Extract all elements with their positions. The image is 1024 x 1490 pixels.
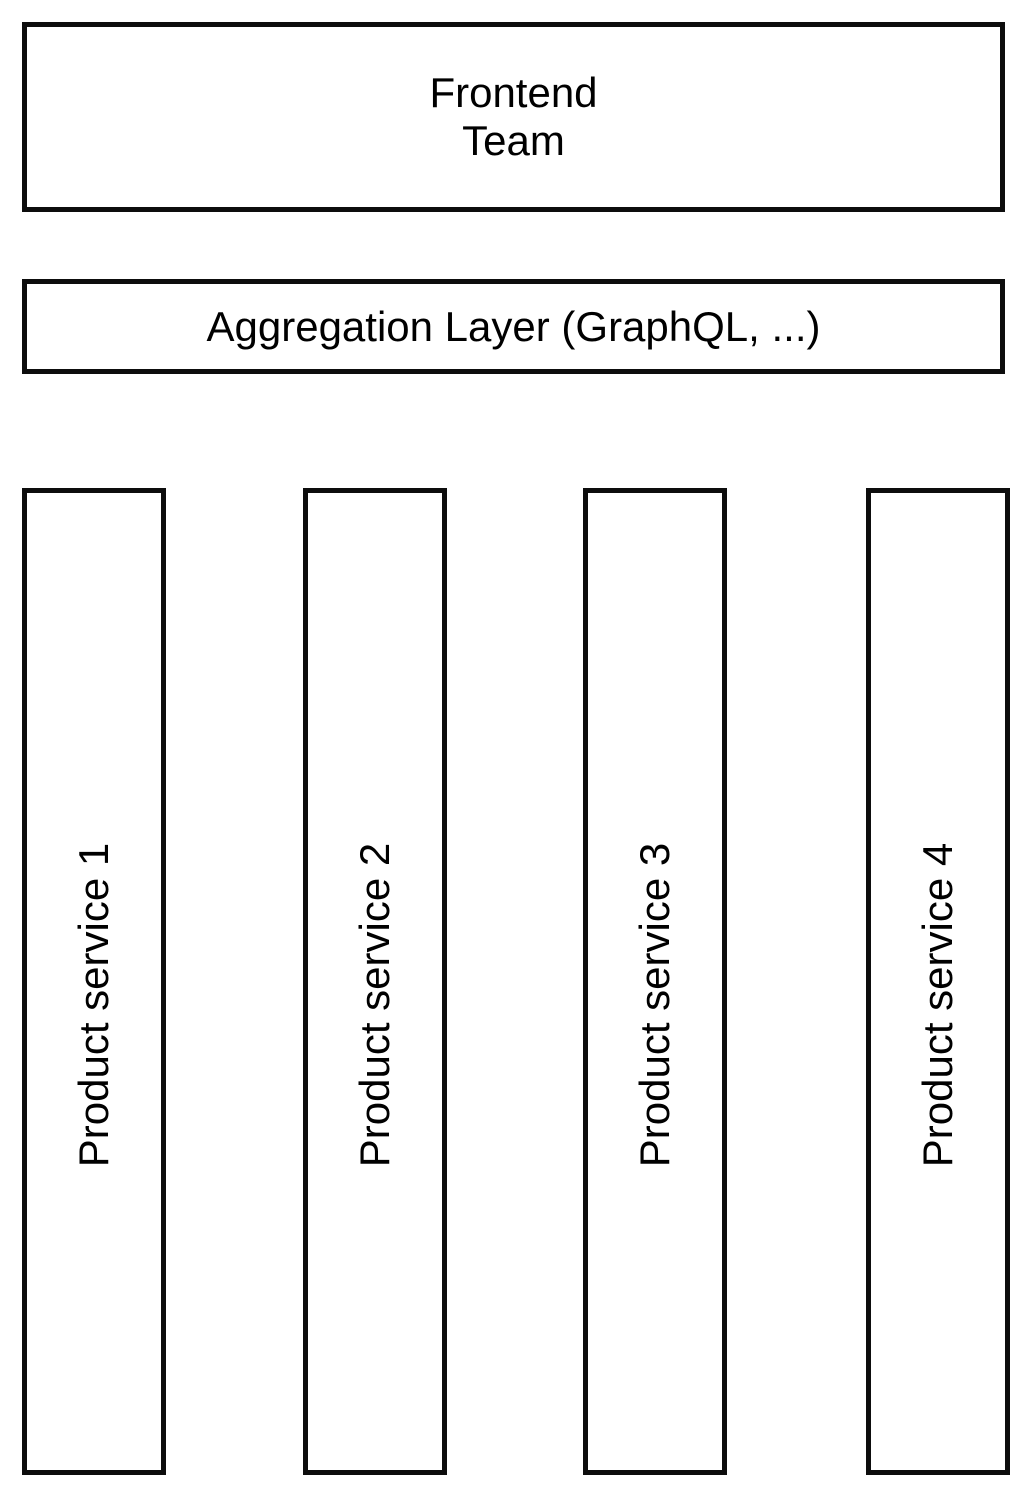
product-service-2-box: Product service 2 (303, 488, 447, 1475)
product-service-4-label: Product service 4 (914, 842, 962, 1167)
product-service-3-box: Product service 3 (583, 488, 727, 1475)
frontend-team-box: Frontend Team (22, 22, 1005, 212)
aggregation-layer-label: Aggregation Layer (GraphQL, ...) (206, 302, 821, 350)
product-service-1-box: Product service 1 (22, 488, 166, 1475)
product-service-3-label: Product service 3 (631, 842, 679, 1167)
aggregation-layer-box: Aggregation Layer (GraphQL, ...) (22, 279, 1005, 374)
product-service-4-box: Product service 4 (866, 488, 1010, 1475)
frontend-team-label: Frontend Team (429, 69, 598, 164)
product-service-2-label: Product service 2 (351, 842, 399, 1167)
product-service-1-label: Product service 1 (70, 842, 118, 1167)
